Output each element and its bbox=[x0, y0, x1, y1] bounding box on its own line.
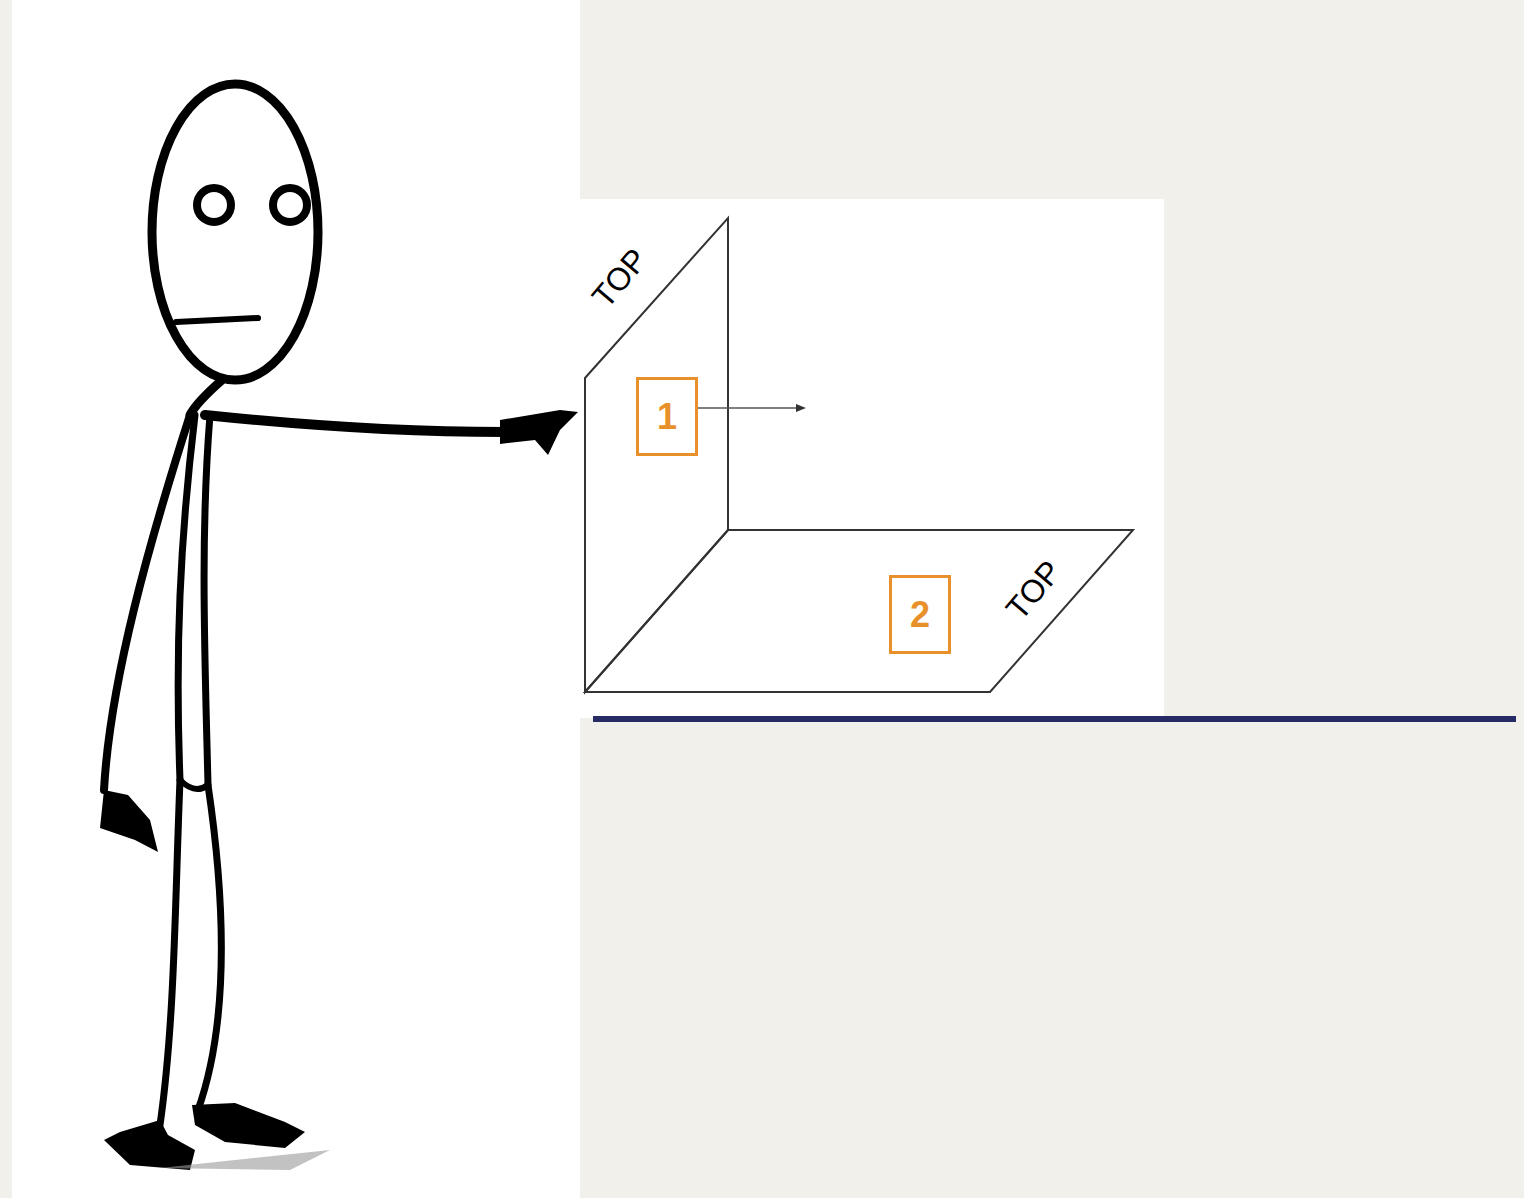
callout-box: 1 bbox=[636, 377, 698, 456]
rule-line bbox=[593, 716, 1516, 722]
hanging-hand bbox=[100, 790, 158, 852]
pointing-hand bbox=[500, 410, 578, 455]
stick-figure bbox=[104, 84, 505, 1125]
vertical-plane bbox=[585, 218, 728, 692]
callout-box: 2 bbox=[889, 575, 951, 654]
figure-panel bbox=[12, 0, 580, 1198]
arrow-head bbox=[796, 404, 806, 412]
plane-panel bbox=[580, 199, 1164, 718]
horizontal-plane bbox=[585, 530, 1133, 692]
right-foot bbox=[192, 1103, 305, 1148]
shadow bbox=[160, 1150, 330, 1170]
callout-number: 1 bbox=[657, 399, 677, 435]
left-foot bbox=[104, 1120, 195, 1170]
normal-arrow bbox=[698, 407, 798, 409]
callout-number: 2 bbox=[910, 597, 930, 633]
